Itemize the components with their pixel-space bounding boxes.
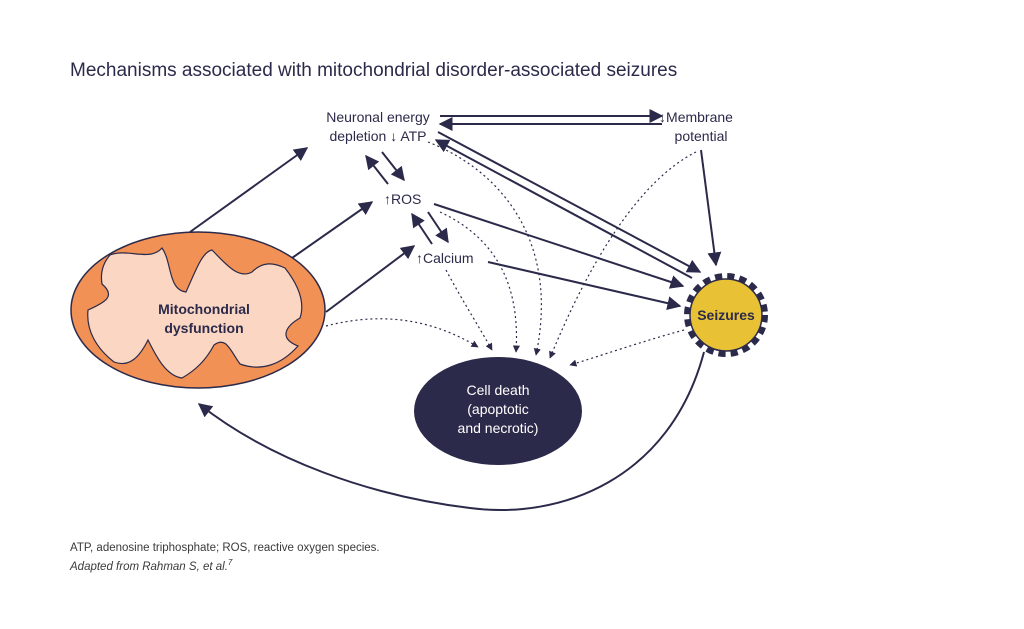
mitochondrion-cristae	[87, 247, 303, 379]
mitochondrion-label-line1: Mitochondrial	[158, 301, 250, 317]
dotted-seizures-to-cell-death	[569, 329, 685, 367]
footnote-source-text: Adapted from Rahman S, et al.	[70, 560, 228, 573]
cell-death-label-line1: Cell death	[466, 382, 529, 398]
arrow-membrane-to-seizures	[700, 149, 722, 267]
dotted-membrane-to-cell-death	[549, 151, 697, 359]
page-title: Mechanisms associated with mitochondrial…	[70, 60, 678, 81]
dotted-calcium-to-cell-death	[445, 269, 493, 351]
dotted-mito-to-cell-death	[325, 318, 479, 348]
mitochondrion-node: Mitochondrial dysfunction	[70, 231, 326, 389]
arrow-mito-to-calcium	[325, 245, 416, 313]
dotted-energy-to-cell-death	[427, 141, 542, 356]
arrow-energy-to-ros	[381, 151, 405, 182]
mitochondrion-label-line2: dysfunction	[164, 320, 243, 336]
calcium-label: ↑Calcium	[416, 250, 474, 266]
ros-label: ↑ROS	[384, 191, 421, 207]
dotted-arrows	[325, 141, 697, 367]
arrow-energy-to-seizures	[437, 131, 702, 273]
solid-arrows	[189, 109, 722, 512]
seizures-node: Seizures	[684, 273, 768, 357]
energy-depletion-node: Neuronal energy depletion ↓ ATP	[326, 109, 430, 144]
seizures-spiked-edge	[684, 273, 768, 357]
footnote-source: Adapted from Rahman S, et al.7	[70, 558, 232, 573]
cell-death-label-line3: and necrotic)	[458, 420, 539, 436]
arrow-ros-to-seizures	[433, 203, 685, 289]
arrow-seizures-to-energy	[434, 139, 693, 279]
dotted-ros-to-cell-death	[439, 211, 521, 353]
cell-death-label-line2: (apoptotic	[467, 401, 528, 417]
membrane-potential-node: ↓Membrane potential	[659, 109, 733, 144]
arrow-ros-to-calcium	[427, 211, 449, 244]
seizures-label: Seizures	[697, 307, 755, 323]
arrow-seizures-to-mito	[197, 351, 705, 512]
arrow-mito-to-energy	[189, 147, 309, 233]
footnote-reference-number: 7	[227, 558, 233, 567]
energy-label-line1: Neuronal energy	[326, 109, 430, 125]
arrow-mito-to-ros	[291, 201, 374, 259]
seizures-circle	[689, 278, 763, 352]
arrow-ros-to-energy	[365, 154, 389, 185]
membrane-label-line1: ↓Membrane	[659, 109, 733, 125]
cell-death-ellipse	[414, 357, 582, 465]
footnote-abbreviations: ATP, adenosine triphosphate; ROS, reacti…	[70, 542, 380, 554]
cell-death-node: Cell death (apoptotic and necrotic)	[414, 357, 582, 465]
membrane-label-line2: potential	[675, 128, 728, 144]
energy-label-line2: depletion ↓ ATP	[329, 128, 426, 144]
arrow-calcium-to-ros	[411, 212, 433, 245]
